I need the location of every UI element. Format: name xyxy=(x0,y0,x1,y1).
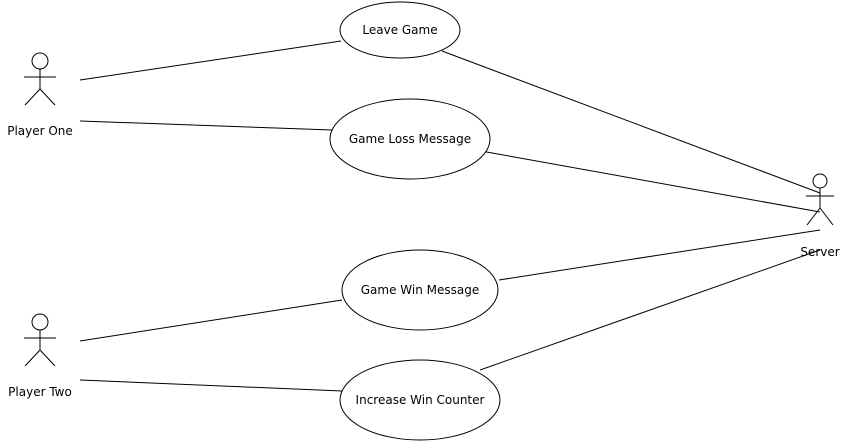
use-case-game-loss-message[interactable]: Game Loss Message xyxy=(329,98,491,180)
use-case-leave-game[interactable]: Leave Game xyxy=(339,1,461,59)
actor-server-label: Server xyxy=(800,245,839,259)
association-game-win-server xyxy=(498,229,821,281)
association-player-two-increase-win xyxy=(79,379,343,392)
association-player-one-game-loss xyxy=(79,120,333,131)
stick-figure-icon xyxy=(24,313,56,367)
stick-figure-icon xyxy=(24,52,56,106)
actor-player-one[interactable]: Player One xyxy=(7,52,73,138)
use-case-increase-win-counter[interactable]: Increase Win Counter xyxy=(339,359,501,441)
stick-figure-icon xyxy=(806,173,834,226)
association-player-one-leave-game xyxy=(79,40,342,81)
actor-player-one-label: Player One xyxy=(7,124,73,138)
association-game-loss-server xyxy=(480,150,821,213)
use-case-game-win-message[interactable]: Game Win Message xyxy=(341,249,499,331)
use-case-game-loss-message-label: Game Loss Message xyxy=(349,132,471,146)
use-case-increase-win-counter-label: Increase Win Counter xyxy=(356,393,485,407)
association-leave-game-server xyxy=(441,50,821,194)
actor-server[interactable]: Server xyxy=(800,173,840,259)
associations xyxy=(79,40,821,392)
actor-player-two-label: Player Two xyxy=(8,385,72,399)
association-increase-win-server xyxy=(479,249,821,371)
use-case-game-win-message-label: Game Win Message xyxy=(361,283,480,297)
association-player-two-game-win xyxy=(79,299,343,342)
actor-player-two[interactable]: Player Two xyxy=(8,313,72,399)
use-case-leave-game-label: Leave Game xyxy=(362,23,437,37)
